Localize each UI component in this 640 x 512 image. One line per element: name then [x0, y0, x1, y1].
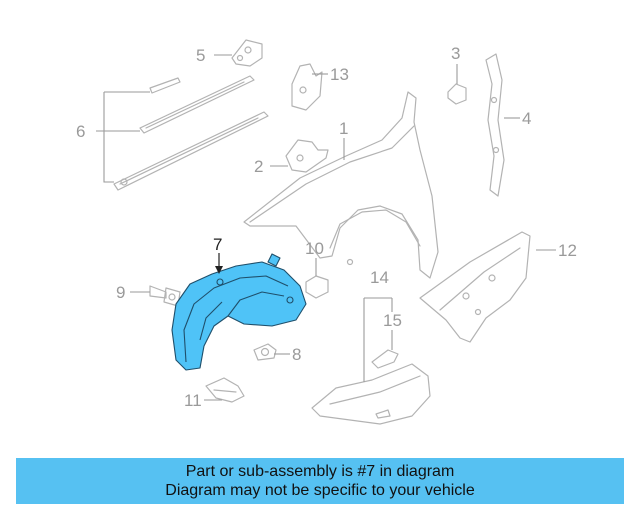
- leader-14: [363, 297, 393, 382]
- info-banner: Part or sub-assembly is #7 in diagram Di…: [16, 458, 624, 504]
- callout-3: 3: [451, 44, 460, 63]
- leader-7-arrow: [215, 266, 223, 274]
- parts-diagram: 5 6 13 2 1 3 4: [76, 39, 577, 425]
- callout-8: 8: [292, 345, 301, 364]
- part-11-clip: [205, 377, 245, 403]
- callout-2: 2: [254, 157, 263, 176]
- part-14-lower-panel: [311, 363, 431, 425]
- callout-11: 11: [184, 391, 202, 410]
- callout-1: 1: [339, 119, 348, 138]
- callout-14: 14: [370, 268, 389, 287]
- leader-6-bracket: [103, 92, 114, 183]
- part-5-bracket: [231, 39, 263, 67]
- part-7-fender-liner: [171, 253, 307, 371]
- part-9-screw: [149, 285, 181, 307]
- callout-10: 10: [305, 239, 324, 258]
- callout-13: 13: [330, 65, 349, 84]
- part-3-clip: [447, 83, 467, 105]
- callout-5: 5: [196, 46, 205, 65]
- callout-15: 15: [383, 311, 402, 330]
- part-12-apron: [419, 231, 531, 343]
- part-6-strips: [113, 75, 269, 191]
- part-2-bracket: [285, 139, 329, 173]
- part-15-clip: [371, 349, 399, 369]
- callout-6: 6: [76, 122, 85, 141]
- part-4-bracket: [485, 53, 505, 197]
- part-10-clip: [305, 275, 329, 299]
- banner-line-2: Diagram may not be specific to your vehi…: [165, 482, 475, 499]
- callout-4: 4: [522, 109, 531, 128]
- part-13-bracket: [291, 63, 323, 111]
- part-8-screw: [253, 343, 277, 361]
- part-1-fender: [243, 91, 439, 279]
- callout-9: 9: [116, 283, 125, 302]
- callout-7: 7: [213, 235, 222, 254]
- banner-line-1: Part or sub-assembly is #7 in diagram: [185, 463, 455, 480]
- callout-12: 12: [558, 241, 577, 260]
